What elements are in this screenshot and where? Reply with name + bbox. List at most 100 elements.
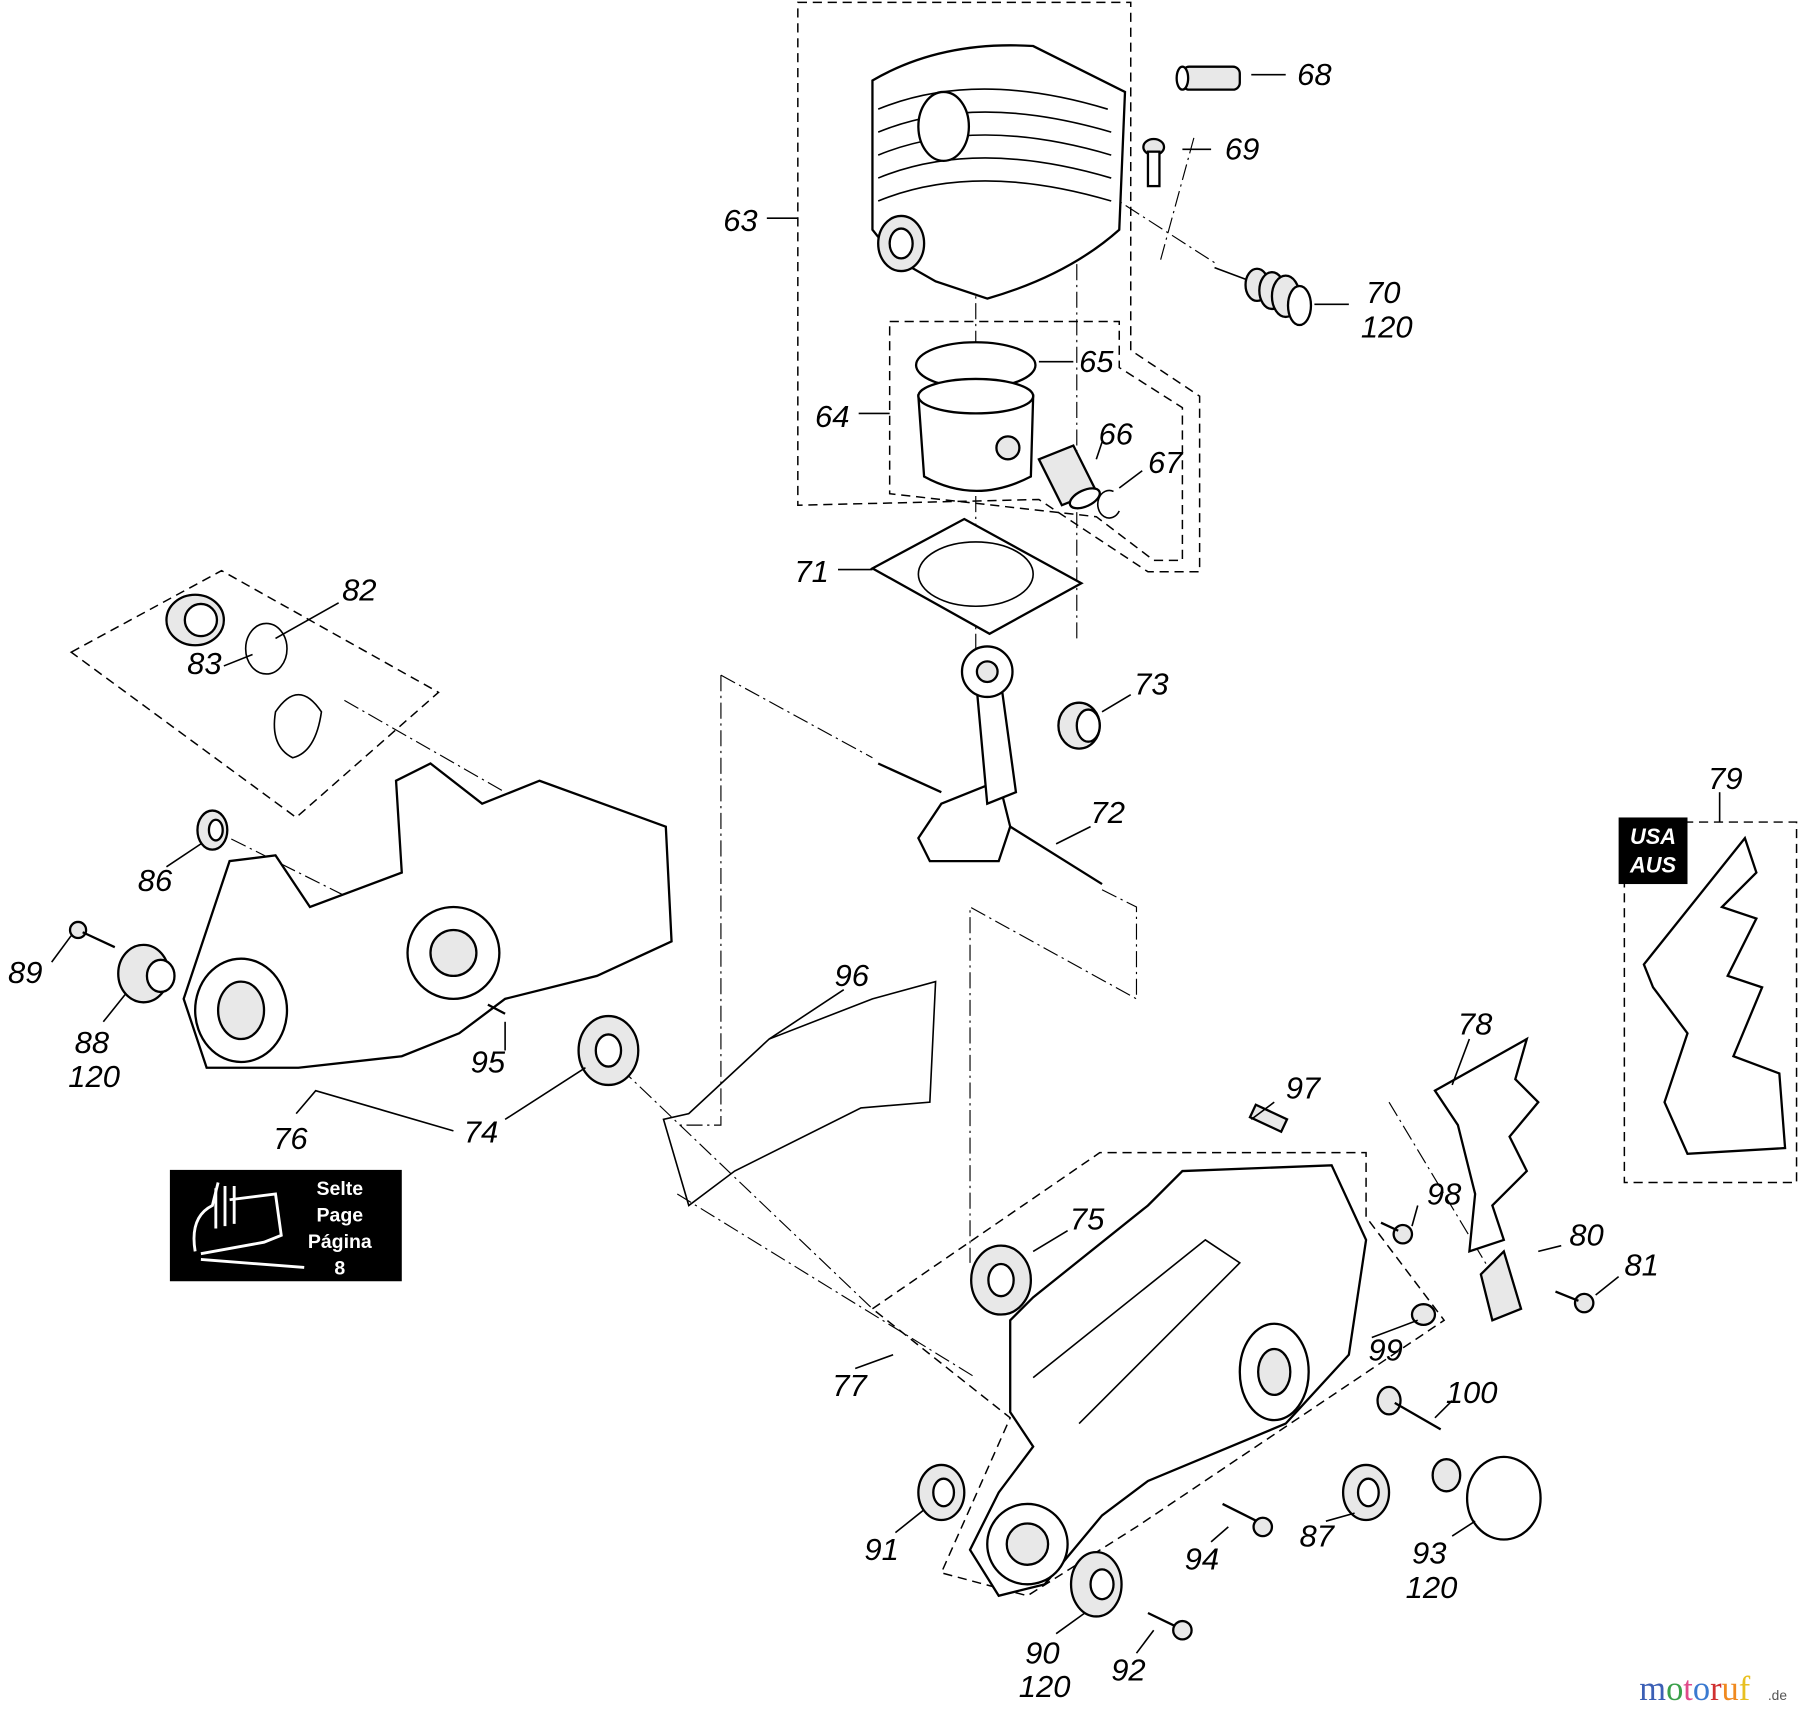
callout-88-qty: 120 [68, 1059, 120, 1094]
callout-67[interactable]: 67 [1148, 445, 1184, 480]
screw-part [1380, 1221, 1414, 1245]
callout-83[interactable]: 83 [187, 646, 221, 681]
callout-88[interactable]: 88 [75, 1025, 110, 1060]
usa-aus-tag: USA AUS [1618, 817, 1688, 885]
callout-95[interactable]: 95 [471, 1044, 506, 1079]
ball-bearing-part [970, 1244, 1033, 1316]
pin-part [487, 1003, 506, 1015]
screw-part [1222, 1502, 1274, 1538]
callout-98[interactable]: 98 [1427, 1176, 1462, 1211]
oil-cap-part [165, 593, 226, 647]
watermark-suffix: .de [1768, 1688, 1787, 1703]
callout-75[interactable]: 75 [1070, 1202, 1105, 1237]
callout-64[interactable]: 64 [815, 399, 849, 434]
callout-74[interactable]: 74 [464, 1114, 498, 1149]
watermark-letter: u [1722, 1670, 1739, 1708]
page-ref-seite: Selte [316, 1178, 363, 1200]
screw-part [1147, 1611, 1193, 1641]
av-spring-part [1431, 1455, 1542, 1541]
callout-65[interactable]: 65 [1079, 344, 1114, 379]
callout-93-qty: 120 [1406, 1570, 1458, 1605]
circlip-part [1096, 489, 1120, 519]
callout-73[interactable]: 73 [1134, 667, 1168, 702]
callout-92[interactable]: 92 [1111, 1653, 1145, 1688]
group-box-82 [69, 569, 440, 819]
cap-part [1410, 1303, 1437, 1327]
callout-70-qty: 120 [1361, 310, 1413, 345]
page-ref-page: Page [316, 1205, 363, 1227]
region-usa: USA [1630, 824, 1676, 849]
callout-99[interactable]: 99 [1368, 1332, 1402, 1367]
page-reference-box[interactable]: Selte Page Página 8 [169, 1169, 402, 1282]
callout-71[interactable]: 71 [794, 554, 828, 589]
callout-63[interactable]: 63 [723, 203, 757, 238]
callout-93[interactable]: 93 [1412, 1536, 1446, 1571]
callout-94[interactable]: 94 [1185, 1541, 1219, 1576]
callout-68[interactable]: 68 [1297, 57, 1332, 92]
screw-part [1555, 1290, 1595, 1314]
callout-89[interactable]: 89 [8, 955, 42, 990]
callout-96[interactable]: 96 [835, 958, 870, 993]
screw-part [68, 920, 116, 949]
crankshaft-part [877, 645, 1103, 886]
seal-part [196, 809, 229, 851]
group-box-79 [1623, 821, 1798, 1184]
callout-78[interactable]: 78 [1458, 1006, 1493, 1041]
collar-screw-part [1376, 1385, 1442, 1431]
callout-labels: 68 69 63 70 120 65 64 66 67 71 82 83 73 … [8, 57, 1743, 1704]
crankcase-left-part [182, 762, 673, 1069]
callout-91[interactable]: 91 [864, 1532, 898, 1567]
piston-part [917, 377, 1035, 492]
callout-77[interactable]: 77 [832, 1368, 868, 1403]
piston-pin-part [1037, 444, 1101, 510]
boot-icon [192, 1182, 305, 1269]
sleeve-part [917, 1463, 966, 1522]
needle-bearing-part [1057, 701, 1101, 750]
cylinder-gasket-part [870, 517, 1084, 636]
bumper-spike-part [1642, 835, 1787, 1156]
callout-81[interactable]: 81 [1624, 1248, 1658, 1283]
bumper-spike-small-part [1433, 1036, 1540, 1254]
av-buffer-part [117, 943, 176, 1004]
sleeve-part [1341, 1463, 1391, 1522]
page-ref-pagina: Página [308, 1231, 372, 1253]
group-box-77 [871, 1151, 1446, 1597]
callout-90-qty: 120 [1019, 1669, 1071, 1704]
ball-bearing-part [577, 1014, 640, 1087]
callout-70[interactable]: 70 [1366, 275, 1400, 310]
page-ref-number: 8 [334, 1257, 345, 1279]
crankcase-right-part [968, 1164, 1368, 1598]
callout-87[interactable]: 87 [1299, 1518, 1335, 1553]
screw-part [1142, 137, 1166, 188]
motoruf-watermark: motoruf .de [1639, 1670, 1787, 1708]
watermark-text: motoruf [1639, 1670, 1750, 1708]
o-ring-part [244, 622, 288, 675]
callout-80[interactable]: 80 [1569, 1218, 1603, 1253]
callout-69[interactable]: 69 [1225, 132, 1259, 167]
leader-lines [51, 73, 1721, 1654]
callout-100[interactable]: 100 [1446, 1375, 1498, 1410]
group-box-63 [797, 1, 1201, 573]
group-box-64 [888, 320, 1184, 562]
callout-72[interactable]: 72 [1091, 795, 1125, 830]
watermark-letter: r [1710, 1670, 1722, 1708]
callout-90[interactable]: 90 [1025, 1636, 1059, 1671]
callout-97[interactable]: 97 [1286, 1071, 1322, 1106]
region-aus: AUS [1629, 853, 1676, 878]
watermark-letter: o [1693, 1670, 1710, 1708]
callout-66[interactable]: 66 [1099, 416, 1134, 451]
crankcase-gasket-part [662, 980, 937, 1207]
callout-82[interactable]: 82 [342, 573, 376, 608]
cylinder-part [871, 44, 1127, 300]
callout-76[interactable]: 76 [273, 1121, 308, 1156]
pin-part [1248, 1103, 1289, 1134]
spike-bracket-part [1479, 1249, 1523, 1322]
watermark-letter: m [1639, 1670, 1666, 1708]
spring-part [1214, 266, 1313, 327]
av-buffer-part [1069, 1551, 1123, 1618]
callout-86[interactable]: 86 [138, 863, 173, 898]
callout-79[interactable]: 79 [1708, 761, 1742, 796]
strainer-part [273, 694, 323, 759]
